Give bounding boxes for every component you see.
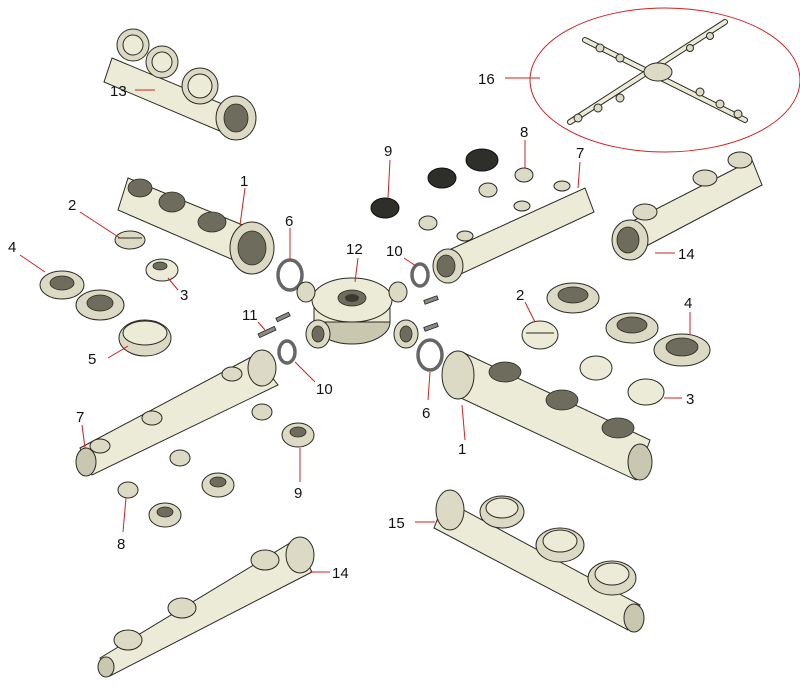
part-11-screws	[257, 295, 439, 339]
part-3-dome-left	[145, 258, 179, 282]
callout-1-upper: 1	[240, 173, 248, 190]
part-9-nuts-upper	[370, 148, 499, 219]
part-5-cap-left	[118, 319, 172, 357]
part-7-lateral-upper	[432, 180, 595, 284]
detail-assembly-16	[529, 7, 800, 153]
callout-4-right: 4	[684, 295, 692, 312]
callout-2-left: 2	[68, 197, 76, 214]
callout-10-lower: 10	[316, 381, 333, 398]
callout-7-upper: 7	[576, 145, 584, 162]
callout-8-upper: 8	[520, 124, 528, 141]
callout-6-lower: 6	[422, 405, 430, 422]
callout-14-upper: 14	[678, 246, 695, 263]
part-8-caps-lower	[117, 403, 273, 499]
callout-1-lower: 1	[458, 441, 466, 458]
part-1-lateral-lower	[441, 350, 653, 481]
part-14-lateral-upper	[611, 151, 763, 261]
callout-9-upper: 9	[384, 143, 392, 160]
callout-15: 15	[388, 515, 405, 532]
part-4-nuts-right	[546, 282, 711, 367]
callout-6-upper: 6	[285, 213, 293, 230]
callout-9-lower: 9	[294, 485, 302, 502]
callout-14-lower: 14	[332, 565, 349, 582]
callout-13: 13	[110, 83, 127, 100]
part-15-manifold	[433, 489, 645, 633]
part-2-cap-left	[114, 230, 146, 250]
part-7-lateral-lower	[75, 349, 279, 477]
part-12-central-hub	[296, 277, 419, 349]
part-8-caps-upper	[418, 167, 534, 231]
callout-labels: 13 16 1 9 8 7 2 6 12 10 14 4 3 11 2 4 5 …	[8, 71, 695, 582]
callout-4-left: 4	[8, 239, 16, 256]
callout-5: 5	[88, 351, 96, 368]
callout-8-lower: 8	[117, 536, 125, 553]
callout-12: 12	[346, 241, 363, 258]
part-13-manifold	[103, 28, 257, 141]
part-2-cap-right	[521, 320, 613, 381]
callout-2-right: 2	[516, 287, 524, 304]
part-6-oring-lower	[416, 338, 444, 372]
part-4-nut-left	[39, 270, 125, 321]
part-1-lateral-upper	[117, 177, 275, 275]
part-3-dome-right	[627, 378, 665, 406]
callout-10-upper: 10	[386, 243, 403, 260]
callout-7-lower: 7	[76, 409, 84, 426]
callout-3-right: 3	[686, 391, 694, 408]
leader-lines	[19, 77, 691, 573]
part-10-oring-right	[410, 262, 430, 288]
callout-16: 16	[478, 71, 495, 88]
part-9-nuts-lower	[148, 422, 315, 528]
callout-3-left: 3	[180, 287, 188, 304]
callout-11: 11	[242, 307, 258, 324]
part-10-oring-left	[277, 339, 297, 365]
part-14-lateral-lower	[97, 536, 315, 678]
part-6-oring-upper	[276, 258, 304, 292]
